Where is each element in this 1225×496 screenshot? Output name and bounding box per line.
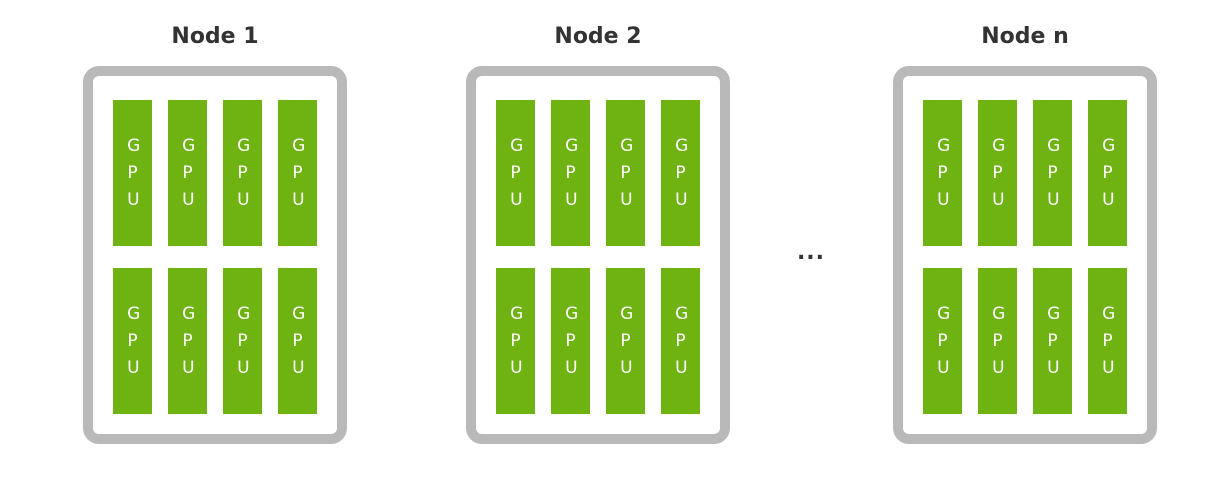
gpu-block: GPU: [978, 268, 1017, 414]
gpu-block: GPU: [923, 100, 962, 246]
gpu-label: GPU: [1047, 135, 1061, 210]
gpu-block: GPU: [168, 100, 207, 246]
gpu-grid: GPU GPU GPU GPU GPU GPU GPU GPU: [923, 100, 1129, 414]
gpu-label: GPU: [565, 303, 579, 378]
gpu-block: GPU: [278, 100, 317, 246]
gpu-label: GPU: [292, 303, 306, 378]
node-box: GPU GPU GPU GPU GPU GPU GPU GPU: [466, 66, 730, 444]
gpu-block: GPU: [661, 268, 700, 414]
gpu-block: GPU: [223, 268, 262, 414]
gpu-label: GPU: [620, 303, 634, 378]
gpu-label: GPU: [182, 135, 196, 210]
ellipsis: ...: [796, 240, 826, 265]
gpu-label: GPU: [237, 135, 251, 210]
gpu-block: GPU: [606, 268, 645, 414]
node-box: GPU GPU GPU GPU GPU GPU GPU GPU: [893, 66, 1157, 444]
gpu-block: GPU: [1033, 100, 1072, 246]
node-title: Node n: [981, 24, 1069, 49]
gpu-label: GPU: [182, 303, 196, 378]
node-2: Node 2 GPU GPU GPU GPU GPU GPU GPU GPU: [466, 0, 730, 496]
gpu-block: GPU: [551, 268, 590, 414]
gpu-block: GPU: [1033, 268, 1072, 414]
gpu-block: GPU: [278, 268, 317, 414]
gpu-block: GPU: [661, 100, 700, 246]
gpu-label: GPU: [1102, 135, 1116, 210]
gpu-label: GPU: [675, 303, 689, 378]
gpu-label: GPU: [992, 303, 1006, 378]
gpu-label: GPU: [620, 135, 634, 210]
gpu-block: GPU: [1088, 100, 1127, 246]
gpu-label: GPU: [565, 135, 579, 210]
gpu-label: GPU: [1047, 303, 1061, 378]
node-1: Node 1 GPU GPU GPU GPU GPU GPU GPU GPU: [83, 0, 347, 496]
gpu-block: GPU: [113, 100, 152, 246]
gpu-block: GPU: [606, 100, 645, 246]
gpu-label: GPU: [127, 303, 141, 378]
gpu-block: GPU: [978, 100, 1017, 246]
gpu-label: GPU: [937, 135, 951, 210]
node-n: Node n GPU GPU GPU GPU GPU GPU GPU GPU: [893, 0, 1157, 496]
gpu-block: GPU: [168, 268, 207, 414]
gpu-block: GPU: [496, 100, 535, 246]
gpu-grid: GPU GPU GPU GPU GPU GPU GPU GPU: [113, 100, 319, 414]
gpu-label: GPU: [292, 135, 306, 210]
gpu-label: GPU: [675, 135, 689, 210]
gpu-label: GPU: [1102, 303, 1116, 378]
gpu-grid: GPU GPU GPU GPU GPU GPU GPU GPU: [496, 100, 702, 414]
gpu-block: GPU: [113, 268, 152, 414]
gpu-block: GPU: [1088, 268, 1127, 414]
gpu-label: GPU: [992, 135, 1006, 210]
gpu-label: GPU: [510, 135, 524, 210]
gpu-label: GPU: [937, 303, 951, 378]
node-title: Node 1: [171, 24, 259, 49]
gpu-block: GPU: [223, 100, 262, 246]
gpu-block: GPU: [496, 268, 535, 414]
gpu-block: GPU: [551, 100, 590, 246]
gpu-label: GPU: [510, 303, 524, 378]
gpu-block: GPU: [923, 268, 962, 414]
node-title: Node 2: [554, 24, 642, 49]
gpu-label: GPU: [127, 135, 141, 210]
gpu-label: GPU: [237, 303, 251, 378]
node-box: GPU GPU GPU GPU GPU GPU GPU GPU: [83, 66, 347, 444]
